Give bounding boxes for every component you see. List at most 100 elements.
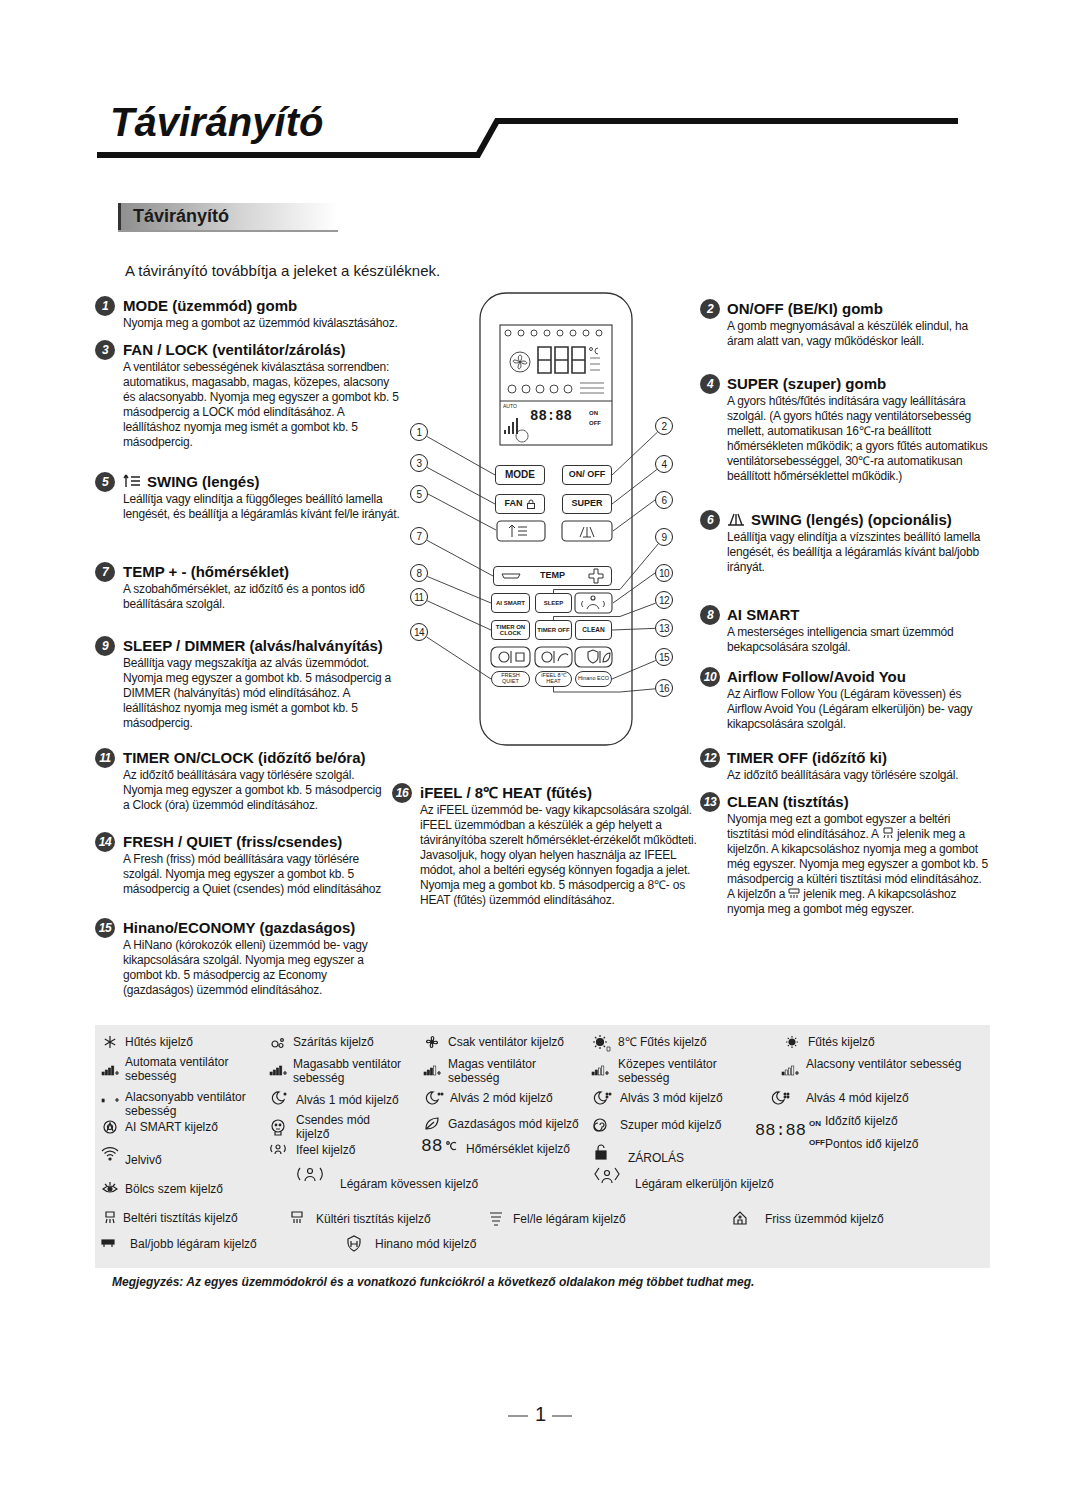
node-text: 16: [659, 683, 669, 694]
remote-button: AI SMART: [491, 593, 530, 613]
text-label: 88:88: [755, 1122, 806, 1141]
remote-button: CLEAN: [575, 620, 612, 640]
legend-icon: [292, 1212, 302, 1223]
section-heading-row: SUPER (szuper) gomb: [727, 374, 989, 394]
section-text: TEMP + - (hőmérséklet) A szobahőmérséklet…: [123, 562, 403, 612]
node-text: 8: [416, 568, 421, 579]
callout-number: 1: [410, 423, 428, 441]
legend-text: Alvás 4 mód kijelző: [806, 1091, 976, 1105]
section-body: A ventilátor sebességének kiválasztása s…: [123, 360, 403, 450]
legend-text: AI SMART kijelző: [125, 1120, 265, 1134]
swing-icon: [123, 474, 141, 488]
section-number: 2: [700, 299, 720, 319]
callout-number: 4: [655, 455, 673, 473]
section-body: A gomb megnyomásával a készülék elindul,…: [727, 319, 989, 349]
section-heading-row: TIMER OFF (időzítő ki): [727, 748, 989, 768]
callout-number: 8: [410, 564, 428, 582]
legend-text: Hűtés kijelző: [125, 1035, 265, 1049]
body-text: A gomb megnyomásával a készülék elindul,…: [727, 319, 968, 348]
node-text: ON/ OFF: [569, 470, 606, 479]
legend-text: Pontos idő kijelző: [825, 1137, 985, 1151]
node-text: 2: [707, 302, 713, 316]
remote-control: [480, 293, 632, 745]
callout-number: 3: [410, 454, 428, 472]
section-body: Beállítja vagy megszakítja az alvás üzem…: [123, 656, 403, 731]
node-text: 13: [659, 623, 669, 634]
section-text: SWING (lengés) (opcionális)Leállítja vag…: [727, 510, 989, 575]
legend-icon: [426, 1118, 438, 1129]
node-text: 8: [707, 608, 713, 622]
node-text: CLEAN: [582, 627, 604, 634]
node-text: 14: [414, 627, 424, 638]
node-text: 6: [661, 495, 666, 506]
legend-text: Légáram kövessen kijelző: [340, 1177, 540, 1191]
legend-text: Jelvivő: [125, 1153, 265, 1167]
node-text: 13: [704, 795, 716, 809]
section-body: A HiNano (kórokozók elleni) üzemmód be- …: [123, 938, 393, 998]
legend-icon: [734, 1212, 746, 1224]
legend-text: Alvás 3 mód kijelző: [620, 1091, 770, 1105]
legend-text: Bal/jobb légáram kijelző: [130, 1237, 320, 1251]
remote-button: SUPER: [562, 494, 612, 514]
section-body: Nyomja meg a gombot az üzemmód kiválaszt…: [123, 316, 403, 331]
section-heading: TIMER OFF (időzítő ki): [727, 749, 887, 766]
node-text: SLEEP: [544, 600, 564, 606]
section-heading-row: FRESH / QUIET (friss/csendes): [123, 832, 388, 852]
section-body: A szobahőmérséklet, az időzítő és a pont…: [123, 582, 403, 612]
leader-line: [612, 628, 655, 630]
legend-icon: [103, 1182, 117, 1192]
legend-panel: [95, 1025, 990, 1268]
section-heading: TEMP + - (hőmérséklet): [123, 563, 289, 580]
node-text: 3: [416, 458, 421, 469]
callout-number: 15: [655, 648, 673, 666]
section-number: 7: [95, 562, 115, 582]
section-text: TIMER OFF (időzítő ki)Az időzítő beállít…: [727, 748, 989, 783]
legend-icon: [106, 1212, 114, 1223]
section-heading: Airflow Follow/Avoid You: [727, 668, 906, 685]
section-number: 9: [95, 636, 115, 656]
section-number: 6: [700, 510, 720, 530]
section-text: TIMER ON/CLOCK (időzítő be/óra)Az időzít…: [123, 748, 388, 813]
node-text: iFEEL 8℃ HEAT: [537, 673, 570, 685]
subtitle-rule: [118, 231, 338, 232]
section-body: A gyors hűtés/fűtés indítására vagy leál…: [727, 394, 989, 484]
section-number: 8: [700, 605, 720, 625]
legend-text: Időzítő kijelző: [825, 1114, 985, 1128]
legend-icon: [270, 1066, 287, 1075]
legend-text: Alacsony ventilátor sebesség: [806, 1057, 976, 1071]
body-text: A gyors hűtés/fűtés indítására vagy leál…: [727, 394, 988, 483]
section-text: Airflow Follow/Avoid YouAz Airflow Follo…: [727, 667, 989, 732]
legend-text: Gazdaságos mód kijelző: [448, 1117, 588, 1131]
node-text: 14: [99, 835, 111, 849]
legend-text: Közepes ventilátor sebesség: [618, 1057, 768, 1085]
legend-icon: [271, 1145, 285, 1154]
remote-button: FRESH QUIET: [491, 671, 530, 687]
node-text: MODE: [505, 470, 535, 481]
node-text: SUPER: [571, 499, 602, 508]
section-text: AI SMARTA mesterséges intelligencia smar…: [727, 605, 989, 655]
section-heading-row: CLEAN (tisztítás): [727, 792, 989, 812]
node-text: 5: [102, 475, 108, 489]
section-number: 10: [700, 667, 720, 687]
callout-number: 16: [655, 679, 673, 697]
section-body: Nyomja meg ezt a gombot egyszer a beltér…: [727, 812, 989, 917]
text-label: A távirányító továbbítja a jeleket a kés…: [125, 263, 440, 280]
section-text: iFEEL / 8℃ HEAT (fűtés)Az iFEEL üzemmód …: [420, 783, 700, 908]
remote-button: TIMER ON CLOCK: [491, 620, 530, 640]
section-body: A Fresh (friss) mód beállítására vagy tö…: [123, 852, 388, 897]
legend-text: Automata ventilátor sebesség: [125, 1055, 265, 1083]
lock-icon: [526, 499, 536, 509]
text-label: ON: [589, 410, 598, 417]
callout-number: 14: [410, 623, 428, 641]
text-label: Megjegyzés: Az egyes üzemmódokról és a v…: [112, 1276, 754, 1289]
text-label: 88:88: [530, 409, 572, 424]
leader-line: [427, 576, 491, 603]
node-text: 10: [704, 670, 716, 684]
body-text: A ventilátor sebességének kiválasztása s…: [123, 360, 399, 449]
remote-button: TEMP: [493, 566, 612, 586]
section-heading: ON/OFF (BE/KI) gomb: [727, 300, 883, 317]
legend-text: Hőmérséklet kijelző: [466, 1142, 588, 1156]
section-body: Leállítja vagy elindítja a vízszintes be…: [727, 530, 989, 575]
legend-icon: [102, 1066, 119, 1075]
node-text: 3: [102, 343, 108, 357]
